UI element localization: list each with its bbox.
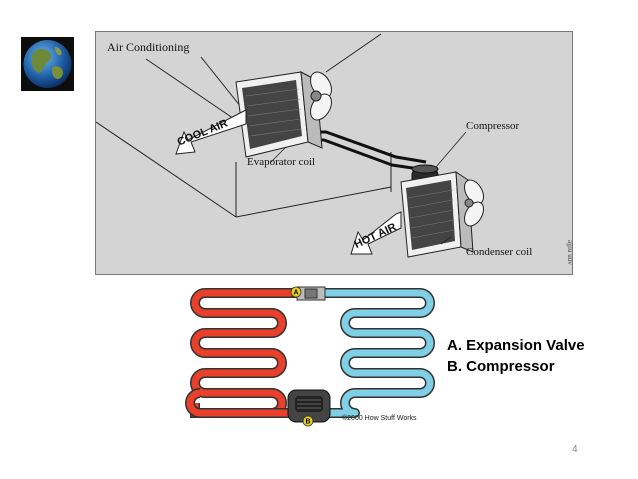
diagram-title: Air Conditioning xyxy=(107,40,190,54)
legend-compressor: B. Compressor xyxy=(447,358,555,375)
marker-b-label: B xyxy=(305,419,310,426)
air-conditioning-diagram: Air Conditioning COOL AIR HOT AIR Evapor… xyxy=(95,31,573,275)
cool-air-arrow xyxy=(175,109,247,155)
evaporator-unit xyxy=(235,71,323,158)
legend-expansion-valve: A. Expansion Valve xyxy=(447,337,585,354)
hot-air-arrow xyxy=(350,211,402,255)
evaporator-fan xyxy=(310,71,332,121)
copyright-credit: ©2000 How Stuff Works xyxy=(342,415,417,422)
side-credit-text: ajjiu uuv xyxy=(566,240,574,265)
condenser-fan xyxy=(464,179,484,227)
refrigeration-cycle-diagram: A B xyxy=(180,280,440,430)
evaporator-coil-label: Evaporator coil xyxy=(247,156,316,168)
marker-b-icon xyxy=(302,415,314,427)
compressor-label: Compressor xyxy=(466,120,520,132)
expansion-valve-shape xyxy=(296,286,326,301)
condenser-unit xyxy=(400,171,474,258)
condenser-coil-label: Condenser coil xyxy=(466,246,533,258)
page-number: 4 xyxy=(572,444,578,455)
marker-a-icon xyxy=(290,286,302,298)
marker-a-label: A xyxy=(293,290,298,297)
globe-icon xyxy=(21,37,74,91)
